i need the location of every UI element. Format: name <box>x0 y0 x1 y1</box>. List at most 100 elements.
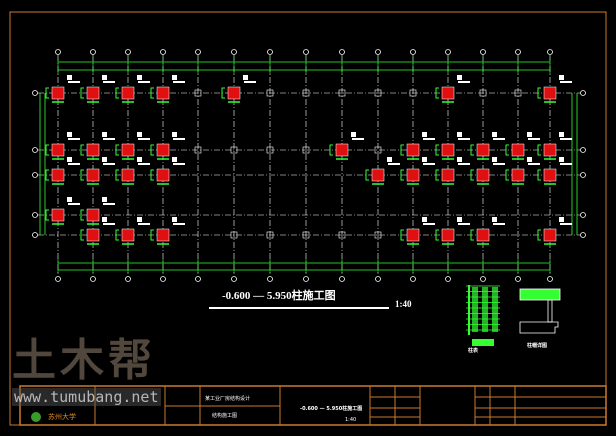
column-label-tag <box>492 132 497 137</box>
column-label-tag <box>102 197 107 202</box>
column-dimension-mark <box>80 229 84 241</box>
column-label-tag <box>560 223 572 225</box>
column-label-tag <box>172 217 177 222</box>
column-dimension-mark <box>80 209 84 221</box>
column-label-tag <box>422 217 427 222</box>
axis-bubble <box>410 276 416 282</box>
column-label-tag <box>173 163 185 165</box>
column-label-tag <box>560 163 572 165</box>
legend-caption-box <box>472 339 494 346</box>
axis-bubble <box>125 276 131 282</box>
column-section <box>441 168 455 182</box>
column-label-tag <box>67 132 72 137</box>
column-dimension-mark <box>505 169 509 181</box>
title-block-frame <box>19 385 607 426</box>
axis-bubble <box>32 232 38 238</box>
column-dimension-mark <box>80 144 84 156</box>
column-section <box>51 168 65 182</box>
axis-bubble <box>547 49 553 55</box>
column-dimension-mark <box>150 169 154 181</box>
axis-bubble <box>580 147 586 153</box>
column-label-tag <box>67 75 72 80</box>
axis-bubble <box>32 90 38 96</box>
grid-node-marker <box>266 231 274 239</box>
column-label-tag <box>458 163 470 165</box>
axis-bubble <box>547 276 553 282</box>
column-label-tag <box>528 163 540 165</box>
column-section <box>406 143 420 157</box>
column-label-tag <box>422 132 427 137</box>
column-section <box>441 143 455 157</box>
column-label-tag <box>137 157 142 162</box>
column-label-tag <box>137 217 142 222</box>
column-dimension-mark <box>80 169 84 181</box>
column-section <box>156 228 170 242</box>
column-label-tag <box>458 81 470 83</box>
axis-bubble <box>195 276 201 282</box>
axis-bubble <box>55 49 61 55</box>
column-section <box>86 86 100 100</box>
column-section <box>51 143 65 157</box>
grid-node-marker <box>302 89 310 97</box>
watermark-logo: 土木帮 <box>12 335 156 386</box>
drawing-scale: 1:40 <box>395 299 412 309</box>
column-dimension-mark <box>115 169 119 181</box>
column-section <box>441 86 455 100</box>
column-label-tag <box>244 81 256 83</box>
column-dimension-mark <box>115 144 119 156</box>
column-section <box>121 86 135 100</box>
column-label-tag <box>172 132 177 137</box>
axis-bubble <box>480 276 486 282</box>
axis-bubble <box>90 276 96 282</box>
column-base <box>519 321 559 334</box>
axis-bubble <box>375 49 381 55</box>
column-dimension-mark <box>505 144 509 156</box>
axis-bubble <box>480 49 486 55</box>
column-dimension-mark <box>435 87 439 99</box>
column-label-tag <box>138 138 150 140</box>
column-dimension-mark <box>435 144 439 156</box>
column-section <box>86 208 100 222</box>
column-dimension-mark <box>365 169 369 181</box>
grid-node-marker <box>374 231 382 239</box>
axis-bubble <box>515 49 521 55</box>
axis-bubble <box>195 49 201 55</box>
column-label-tag <box>527 157 532 162</box>
axis-bubble <box>445 276 451 282</box>
column-dimension-mark <box>329 144 333 156</box>
column-label-tag <box>527 132 532 137</box>
column-section <box>51 86 65 100</box>
column-label-tag <box>68 81 80 83</box>
axis-bubble <box>125 49 131 55</box>
axis-bubble <box>160 276 166 282</box>
column-label-tag <box>102 75 107 80</box>
column-label-tag <box>457 132 462 137</box>
column-label-tag <box>457 157 462 162</box>
column-label-tag <box>102 217 107 222</box>
column-dimension-mark <box>537 144 541 156</box>
axis-bubble <box>339 49 345 55</box>
column-label-tag <box>423 163 435 165</box>
column-label-tag <box>388 163 400 165</box>
column-section <box>156 143 170 157</box>
grid-node-marker <box>266 146 274 154</box>
drawing-title: -0.600 — 5.950柱施工图 <box>222 290 336 302</box>
column-label-tag <box>492 217 497 222</box>
school-logo-icon <box>31 412 41 422</box>
column-label-tag <box>458 138 470 140</box>
axis-bubble <box>580 212 586 218</box>
column-section <box>371 168 385 182</box>
axis-bubble <box>303 276 309 282</box>
grid-node-marker <box>302 146 310 154</box>
axis-bubble <box>410 49 416 55</box>
column-section <box>543 143 557 157</box>
axis-bubble <box>375 276 381 282</box>
column-label-tag <box>173 223 185 225</box>
axis-bubble <box>303 49 309 55</box>
column-label-tag <box>103 163 115 165</box>
column-label-tag <box>138 163 150 165</box>
column-label-tag <box>387 157 392 162</box>
axis-bubble <box>580 172 586 178</box>
axis-bubble <box>160 49 166 55</box>
block-scale: 1:40 <box>345 417 357 423</box>
